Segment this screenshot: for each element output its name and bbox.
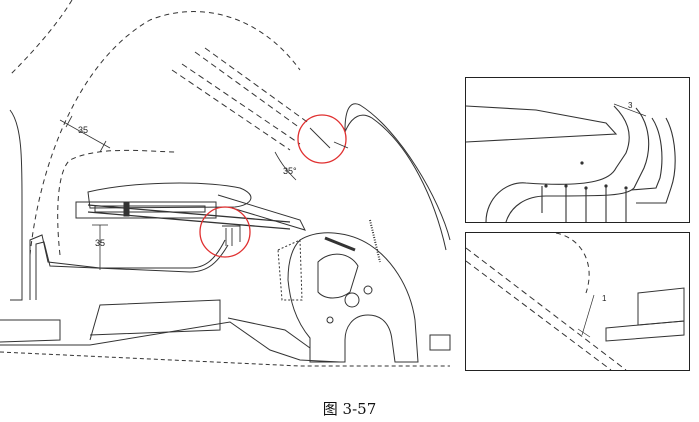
left-body-step xyxy=(29,234,226,300)
dashed-guide-line xyxy=(204,47,311,125)
lower-sill xyxy=(89,299,221,341)
seat-bracket xyxy=(123,201,130,217)
detail-node xyxy=(604,184,608,188)
detail-bottom-dimension-line xyxy=(577,328,591,338)
detail-panel-right xyxy=(630,117,663,191)
left-body-panel xyxy=(9,109,23,301)
detail-node xyxy=(564,184,568,188)
detail-dashed-curve xyxy=(555,233,590,294)
mechanism-plate xyxy=(287,232,419,363)
detail-block xyxy=(637,287,685,326)
seat-cushion xyxy=(87,182,252,209)
detail-node xyxy=(580,161,584,165)
detail-node xyxy=(624,186,628,190)
detail-panel-top-edge xyxy=(466,105,618,143)
detail-mark-top xyxy=(309,127,349,149)
figure-caption: 图 3-57 xyxy=(322,400,377,418)
dimension-vertical-text: 35 xyxy=(95,238,105,248)
hood-dashed-arc xyxy=(29,11,301,256)
detail-panel-right-2 xyxy=(636,117,676,204)
pivot-hole xyxy=(344,292,360,308)
detail-bottom-dimension-text: 1 xyxy=(602,294,607,303)
highlight-circle-seat xyxy=(199,206,251,258)
ground-dash xyxy=(0,351,450,367)
outer-right-curve-inner xyxy=(344,114,447,251)
support-rod-2 xyxy=(87,211,291,230)
detail-node xyxy=(544,184,548,188)
detail-mark-seat xyxy=(222,225,241,246)
detail-bottom-dimension-line xyxy=(581,294,595,336)
lower-linkage xyxy=(227,317,311,349)
detail-riser xyxy=(541,186,627,222)
detail-top-dimension-line xyxy=(613,103,647,117)
detail-panel-curve-inner xyxy=(505,107,650,222)
detail-panel-curve-outer xyxy=(485,105,630,222)
detail-block-lower xyxy=(605,320,685,342)
dashed-guide-line xyxy=(194,51,301,129)
inner-dashed-arc xyxy=(57,149,179,256)
angle-arc xyxy=(274,151,297,181)
left-body-step-inner xyxy=(35,241,229,300)
lower-sill-rail xyxy=(0,321,341,363)
seat-rail xyxy=(75,201,217,219)
dimension-line-diagonal xyxy=(59,119,111,149)
highlight-circle-top xyxy=(297,114,347,164)
pivot-hole-small xyxy=(326,316,334,324)
detail-dashed-line xyxy=(466,260,612,370)
detail-view-top: 3 xyxy=(465,77,690,223)
dimension-ext-diagonal xyxy=(65,115,73,128)
floor-panel xyxy=(0,319,61,343)
main-cad-view: 35 35 35° xyxy=(0,0,451,367)
stay-bar xyxy=(217,194,306,231)
detail-node xyxy=(584,186,588,190)
detail-view-bottom: 1 xyxy=(465,232,690,371)
dimension-ext-diagonal xyxy=(99,140,107,153)
detail-top-dimension-text: 3 xyxy=(628,101,633,110)
right-foot xyxy=(429,334,451,351)
seat-rail-inner xyxy=(94,205,206,213)
outer-dashed-arc xyxy=(9,0,73,76)
angle-text: 35° xyxy=(283,166,297,176)
mechanism-cutout xyxy=(317,253,359,299)
outer-right-curve xyxy=(344,103,451,241)
gear-sector xyxy=(277,239,303,301)
spring-coil xyxy=(369,219,381,263)
dashed-guide-line xyxy=(181,63,301,145)
pivot-hole xyxy=(363,285,373,295)
spring-bar xyxy=(324,236,356,252)
dashed-guide-line xyxy=(171,69,291,151)
dimension-diagonal-text: 35 xyxy=(78,125,88,135)
detail-dashed-line xyxy=(466,247,627,370)
